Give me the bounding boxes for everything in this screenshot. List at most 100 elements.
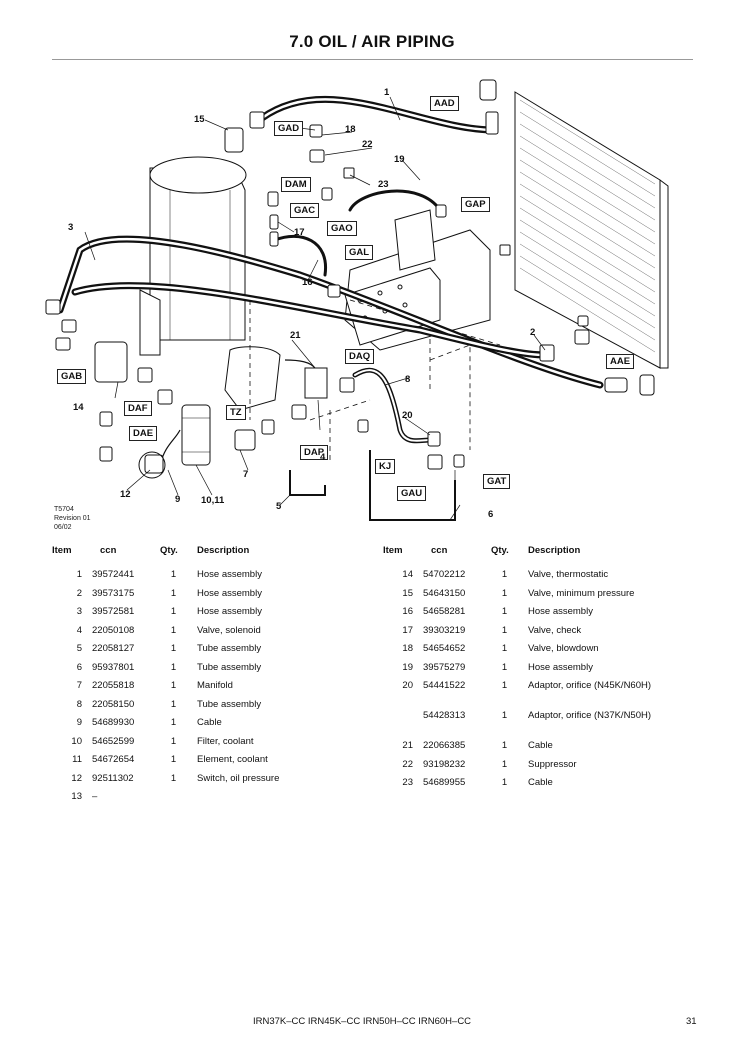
cell-qty: 1	[170, 735, 177, 747]
item-number-14: 14	[73, 402, 84, 413]
item-number-17: 17	[294, 227, 305, 238]
cell-item: 9	[76, 717, 82, 728]
cell-qty: 1	[170, 754, 177, 765]
item-number-3: 3	[68, 222, 74, 233]
callout-gau: GAU	[397, 486, 427, 501]
cell-ccn: 22058127	[92, 643, 135, 654]
cell-qty: 1	[501, 680, 508, 691]
cell-item: 3	[76, 606, 82, 617]
figure-code: T5704	[54, 506, 74, 513]
cell-description: Valve, check	[528, 624, 582, 636]
item-number-22: 22	[362, 139, 373, 150]
cell-item: 14	[402, 569, 413, 580]
cell-ccn: –	[92, 791, 98, 802]
cell-qty: 1	[170, 717, 177, 728]
cell-ccn: 39303219	[423, 624, 466, 636]
callout-aae: AAE	[606, 354, 635, 369]
item-number-21: 21	[290, 330, 301, 341]
cell-ccn: 93198232	[423, 758, 466, 770]
cell-description: Adaptor, orifice (N37K/N50H)	[528, 710, 652, 721]
min-pressure-valve	[224, 127, 244, 153]
cell-item: 19	[402, 661, 413, 673]
cell-ccn: 92511302	[92, 772, 134, 784]
cell-ccn: 54658281	[423, 606, 466, 617]
cell-description: Adaptor, orifice (N45K/N60H)	[528, 680, 652, 691]
cell-qty: 1	[170, 624, 177, 636]
cell-qty: 1	[501, 710, 508, 721]
cell-description: Hose assembly	[197, 569, 262, 580]
callout-gac: GAC	[290, 203, 320, 218]
callout-daf: DAF	[124, 401, 152, 416]
cell-qty: 1	[170, 587, 177, 599]
table-row: 10 54652599 1 Filter, coolant	[52, 736, 337, 755]
cell-description: Cable	[528, 740, 553, 751]
manifold	[224, 346, 281, 411]
tube-5	[289, 470, 326, 496]
cell-qty: 1	[501, 661, 508, 673]
cell-item: 13	[71, 791, 82, 802]
cell-ccn: 22066385	[423, 740, 466, 751]
callout-dap: DAP	[300, 445, 329, 460]
cell-item: 6	[76, 661, 82, 673]
cell-item	[383, 710, 423, 740]
cell-description: Filter, coolant	[197, 735, 254, 747]
cell-description: Tube assembly	[197, 698, 262, 710]
column-header-description: Description	[528, 545, 581, 556]
column-header-ccn: ccn	[431, 545, 448, 556]
cell-ccn: 54689930	[92, 717, 135, 728]
cell-qty: 1	[501, 740, 508, 751]
cell-ccn: 39572441	[92, 569, 135, 580]
item-number-4: 4	[320, 452, 326, 463]
cell-item: 8	[76, 698, 82, 710]
cell-description: Cable	[197, 717, 222, 728]
column-header-item: Item	[52, 545, 72, 556]
cell-item: 17	[402, 624, 413, 636]
cell-ccn: 54652599	[92, 735, 135, 747]
hose-16	[273, 234, 327, 277]
callout-gad: GAD	[274, 121, 304, 136]
cell-qty: 1	[170, 661, 177, 673]
thermo-valve	[94, 341, 128, 383]
cell-ccn: 39572581	[92, 606, 135, 617]
cell-description: Hose assembly	[197, 587, 262, 599]
cell-item: 10	[71, 735, 82, 747]
solenoid-valve	[304, 367, 328, 399]
table-row: 9 54689930 1 Cable	[52, 717, 337, 736]
cell-item: 18	[402, 643, 413, 654]
cell-qty: 1	[170, 606, 177, 617]
table-header-row: Item ccn Qty. Description	[52, 545, 337, 569]
cell-ccn: 54702212	[423, 569, 466, 580]
item-number-6: 6	[488, 509, 494, 520]
column-header-qty: Qty.	[160, 545, 178, 556]
callout-daq: DAQ	[345, 349, 375, 364]
table-row: 4 22050108 1 Valve, solenoid	[52, 625, 337, 644]
cell-description: Valve, solenoid	[197, 624, 261, 636]
cell-qty: 1	[170, 698, 177, 710]
title-rule	[52, 59, 693, 60]
callout-kj: KJ	[375, 459, 396, 474]
cell-item: 20	[402, 680, 413, 691]
item-number-23: 23	[378, 179, 389, 190]
cell-description: Element, coolant	[197, 754, 268, 765]
cell-qty	[160, 791, 187, 810]
cell-ccn: 22050108	[92, 624, 135, 636]
cell-ccn: 39575279	[423, 661, 466, 673]
callout-gap: GAP	[461, 197, 490, 212]
cell-item: 4	[76, 624, 82, 636]
item-number-20: 20	[402, 410, 413, 421]
cell-description: Cable	[528, 777, 553, 788]
